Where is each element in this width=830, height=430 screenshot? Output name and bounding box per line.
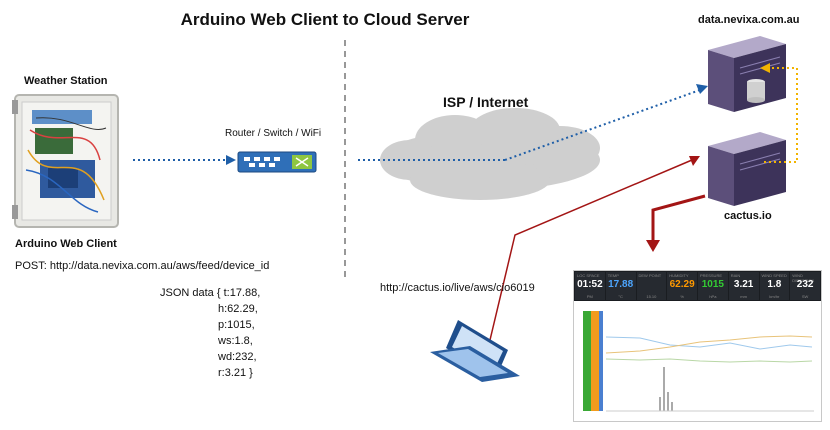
tile-name: PRESSURE (700, 273, 723, 278)
json-line: wd:232, (218, 351, 257, 363)
nevixa-server-icon (708, 36, 786, 112)
json-line: h:62.29, (218, 303, 258, 315)
tile-unit: hPa (709, 294, 717, 299)
router-label: Router / Switch / WiFi (225, 128, 322, 139)
series-line (605, 335, 813, 354)
tile-name: DEW POINT (638, 273, 662, 278)
internet-cloud-icon (380, 108, 600, 200)
tile-value: 3.21 (733, 279, 754, 290)
nevixa-server-label: data.nevixa.com.au (698, 14, 800, 26)
tile-value: 232 (796, 279, 814, 290)
arrow-head-icon (646, 240, 660, 252)
tile-value: 01:52 (577, 279, 603, 290)
tile-unit: SW (801, 294, 809, 299)
laptop-icon (430, 320, 520, 382)
weather-station-image (12, 94, 119, 228)
json-payload: JSON data { t:17.88, h:62.29, p:1015, ws… (160, 285, 260, 381)
live-url-text: http://cactus.io/live/aws/cio6019 (380, 282, 535, 294)
tile-name: RAIN (730, 273, 741, 278)
dashboard-tile: DEW POINT 15.10 (636, 272, 667, 300)
arduino-client-label: Arduino Web Client (15, 238, 117, 250)
weather-station-label: Weather Station (24, 75, 108, 87)
humidity-bar (583, 311, 591, 411)
temperature-bar (591, 311, 599, 411)
server-sync-line (762, 67, 798, 163)
tile-unit: °C (618, 294, 623, 299)
dashboard-plot (580, 307, 816, 417)
json-line: p:1015, (218, 319, 255, 331)
tile-value: 17.88 (608, 279, 634, 290)
cactus-server-label: cactus.io (724, 210, 772, 222)
tile-name: HUMIDITY (669, 273, 689, 278)
cactus-server-icon (708, 132, 786, 206)
tile-unit: 15.10 (646, 294, 657, 299)
laptop-to-cactus-line (489, 159, 693, 341)
tile-name: WIND SPEED (761, 273, 787, 278)
series-line (605, 358, 813, 363)
tile-name: TEMP (607, 273, 619, 278)
arrow-head-icon (226, 155, 236, 165)
arrow-head-icon (760, 63, 770, 73)
diagram-title: Arduino Web Client to Cloud Server (180, 10, 470, 29)
post-url-text: POST: http://data.nevixa.com.au/aws/feed… (15, 260, 270, 272)
tile-unit: km/hr (769, 294, 780, 299)
pressure-bar (599, 311, 603, 411)
tile-unit: % (680, 294, 684, 299)
tile-value: 1015 (701, 279, 724, 290)
tile-unit: PM (586, 294, 593, 299)
json-line: r:3.21 } (218, 367, 253, 379)
tile-value: 1.8 (767, 279, 782, 290)
tile-name: LOC SPACE (577, 273, 600, 278)
tile-value: 62.29 (669, 279, 695, 290)
internet-label: ISP / Internet (443, 94, 529, 110)
tile-unit: mm (740, 294, 747, 299)
arrow-head-icon (689, 156, 700, 166)
json-line: JSON data { t:17.88, (160, 287, 261, 299)
series-line (605, 336, 813, 350)
router-icon (237, 151, 317, 173)
arrow-head-icon (696, 84, 708, 94)
tile-name: WIND DIRECTION (792, 273, 815, 283)
cactus-to-dashboard-line (651, 194, 706, 242)
json-line: ws:1.8, (218, 335, 253, 347)
